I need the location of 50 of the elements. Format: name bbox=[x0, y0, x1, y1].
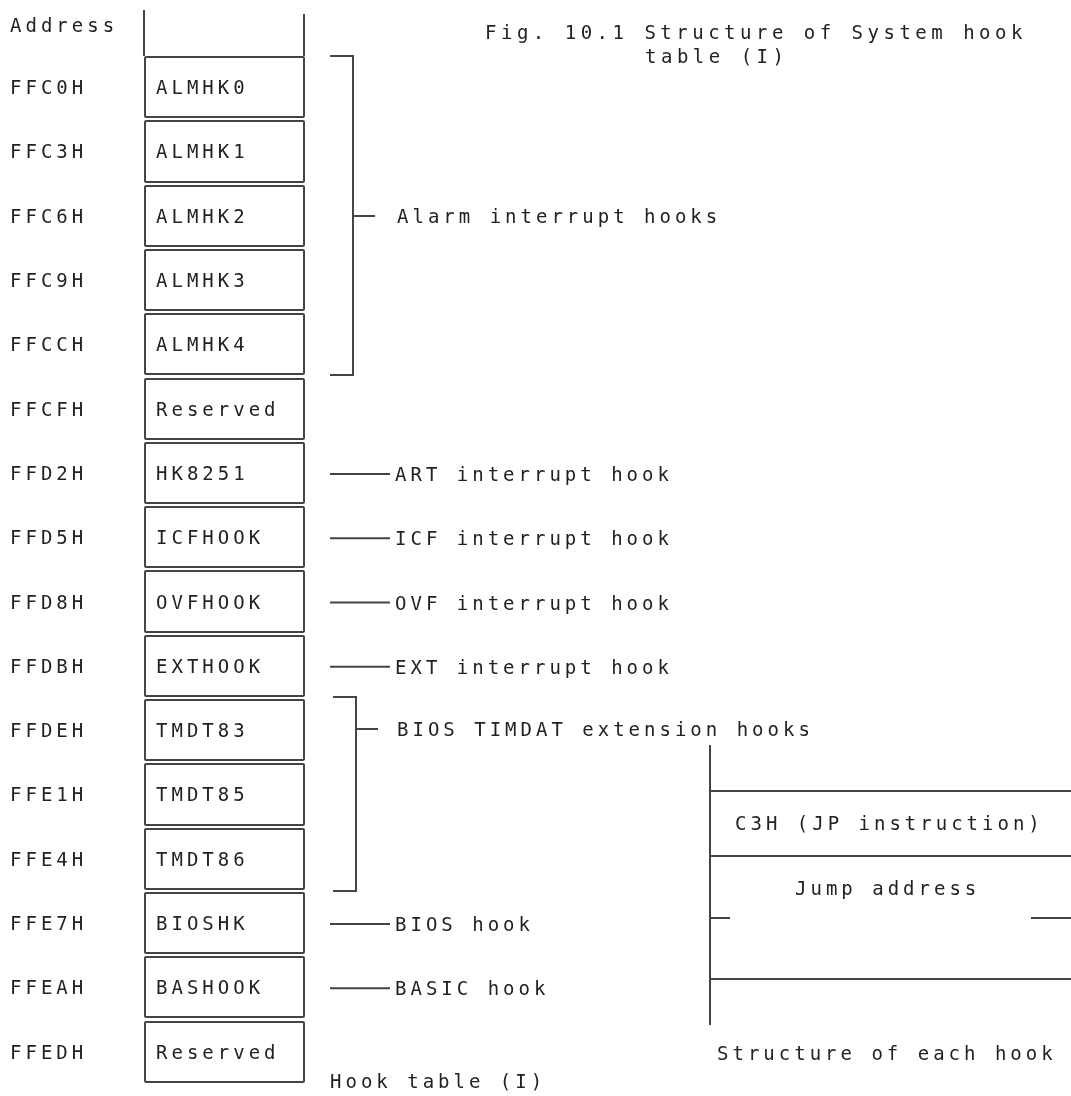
group-description: BIOS TIMDAT extension hooks bbox=[397, 718, 814, 740]
hook-table-entry: ALMHK1 bbox=[144, 120, 305, 183]
address-label: FFE1H bbox=[10, 783, 88, 806]
address-label: FFC3H bbox=[10, 140, 88, 163]
hook-table-entry: ALMHK0 bbox=[144, 56, 305, 119]
instruction-field: C3H (JP instruction) bbox=[710, 790, 1071, 855]
column-heading: Address bbox=[10, 14, 119, 36]
leader-line bbox=[329, 987, 391, 990]
address-label: FFEAH bbox=[10, 976, 88, 999]
figure-caption: Structure of each hook bbox=[717, 1042, 1057, 1064]
leader-line bbox=[329, 665, 391, 668]
figure-title: Fig. 10.1 Structure of System hook table (I) bbox=[485, 20, 1028, 68]
hook-description: ART interrupt hook bbox=[395, 460, 815, 487]
address-label: FFD8H bbox=[10, 590, 88, 613]
leader-line bbox=[329, 537, 391, 540]
hook-table-entry: OVFHOOK bbox=[144, 570, 305, 633]
hook-table-entry: TMDT86 bbox=[144, 827, 305, 890]
address-label: FFDEH bbox=[10, 719, 88, 742]
address-label: FFC6H bbox=[10, 204, 88, 227]
group-description: Alarm interrupt hooks bbox=[397, 205, 722, 227]
address-label: FFD5H bbox=[10, 526, 88, 549]
hook-table-entry: BASHOOK bbox=[144, 956, 305, 1019]
hook-table-entry: ALMHK4 bbox=[144, 313, 305, 376]
address-label: FFDBH bbox=[10, 654, 88, 677]
hook-description: EXT interrupt hook bbox=[395, 653, 815, 680]
leader-line bbox=[329, 472, 391, 475]
address-label: FFEDH bbox=[10, 1040, 88, 1063]
hook-table-entry: TMDT85 bbox=[144, 763, 305, 826]
hook-table-entry: Reserved bbox=[144, 377, 305, 440]
address-label: FFC9H bbox=[10, 269, 88, 292]
hook-description: OVF interrupt hook bbox=[395, 589, 815, 616]
hook-table-entry: TMDT83 bbox=[144, 699, 305, 762]
address-label: FFCFH bbox=[10, 397, 88, 420]
hook-table-entry: Reserved bbox=[144, 1020, 305, 1083]
address-label: FFE7H bbox=[10, 912, 88, 935]
hook-table-entry: EXTHOOK bbox=[144, 634, 305, 697]
hook-table-entry: ALMHK3 bbox=[144, 248, 305, 312]
hook-table-entry: ALMHK2 bbox=[144, 184, 305, 247]
hook-table-entry: BIOSHK bbox=[144, 891, 305, 955]
leader-line bbox=[329, 601, 391, 604]
address-field: Jump address bbox=[710, 855, 1071, 980]
hook-description: ICF interrupt hook bbox=[395, 525, 815, 552]
address-label: FFE4H bbox=[10, 847, 88, 870]
hook-table-entry: ICFHOOK bbox=[144, 506, 305, 569]
leader-line bbox=[329, 923, 391, 926]
table-caption: Hook table (I) bbox=[330, 1070, 547, 1092]
address-label: FFC0H bbox=[10, 76, 88, 99]
address-label: FFCCH bbox=[10, 333, 88, 356]
address-label: FFD2H bbox=[10, 461, 88, 484]
hook-table-entry: HK8251 bbox=[144, 441, 305, 505]
